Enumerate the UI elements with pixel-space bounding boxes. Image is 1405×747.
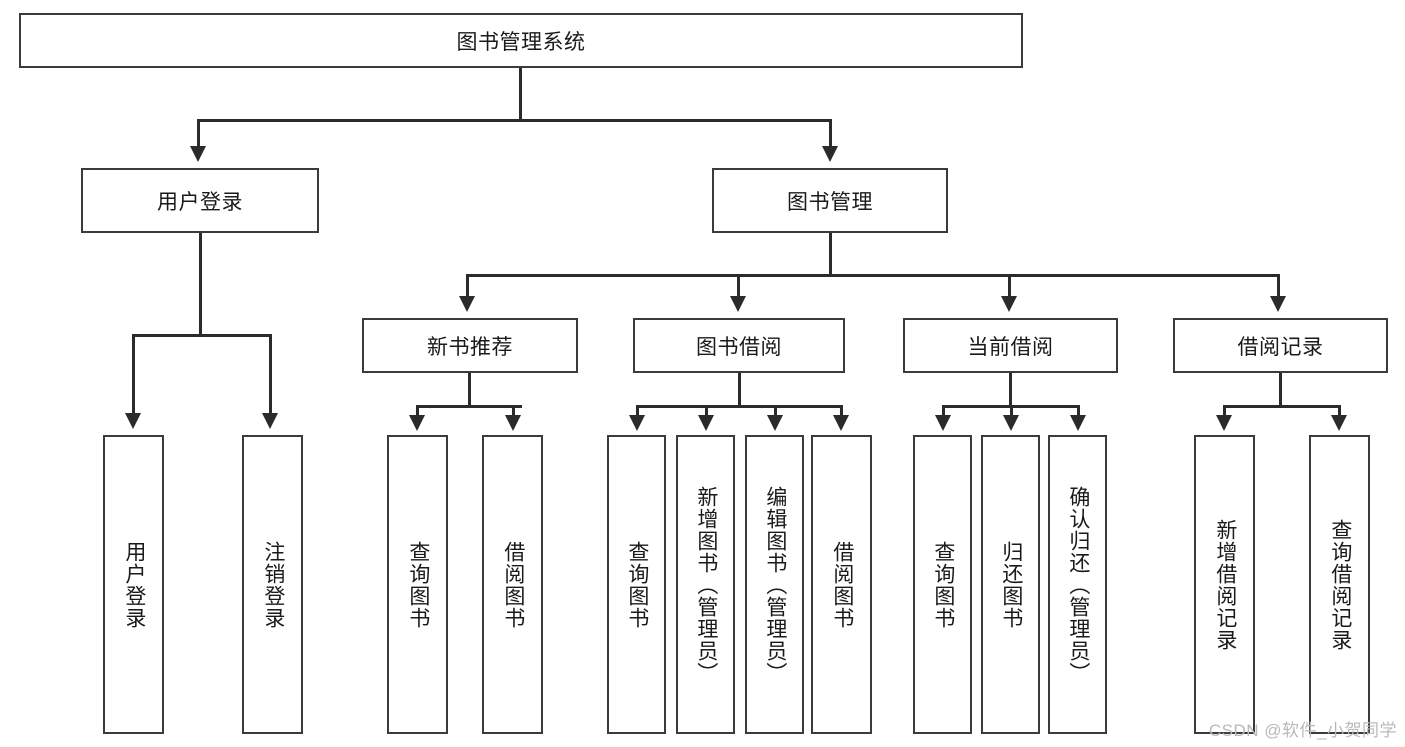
edge-current-stem <box>1009 373 1012 406</box>
arrow-new-books-to-query <box>409 415 425 431</box>
node-leaf-user-login-label: 用户登录 <box>122 540 146 629</box>
node-user-login[interactable]: 用户登录 <box>81 168 319 233</box>
edge-borrow-stem <box>738 373 741 406</box>
arrow-borrow-to-borrowbook <box>833 415 849 431</box>
edge-records-stem <box>1279 373 1282 406</box>
node-leaf-add-book-admin[interactable]: 新增图书（管理员） <box>676 435 735 734</box>
edge-borrow-to-query <box>636 405 639 417</box>
edge-book-mgmt-bus <box>466 274 1280 277</box>
node-leaf-confirm-return-admin[interactable]: 确认归还（管理员） <box>1048 435 1107 734</box>
edge-root-stem <box>519 68 522 120</box>
edge-current-bus <box>942 405 1077 408</box>
node-book-management-label: 图书管理 <box>787 190 873 214</box>
node-leaf-borrow-book-new[interactable]: 借阅图书 <box>482 435 543 734</box>
arrow-current-to-query <box>935 415 951 431</box>
arrow-book-mgmt-to-records <box>1270 296 1286 312</box>
edge-current-to-return <box>1010 405 1013 417</box>
arrow-borrow-to-add <box>698 415 714 431</box>
node-leaf-borrow-book[interactable]: 借阅图书 <box>811 435 872 734</box>
node-current-borrow-label: 当前借阅 <box>967 335 1054 359</box>
arrow-user-login-to-login <box>125 413 141 429</box>
edge-new-books-bus <box>416 405 522 408</box>
arrow-current-to-confirm <box>1070 415 1086 431</box>
edge-new-books-to-query <box>416 405 419 417</box>
edge-book-mgmt-stem <box>829 233 832 275</box>
node-borrow-records-label: 借阅记录 <box>1237 335 1324 359</box>
edge-current-to-query <box>942 405 945 417</box>
arrow-book-mgmt-to-new-books <box>459 296 475 312</box>
arrow-new-books-to-borrow <box>505 415 521 431</box>
node-borrow-records[interactable]: 借阅记录 <box>1173 318 1388 373</box>
edge-new-books-to-borrow <box>512 405 515 417</box>
node-leaf-edit-book-admin[interactable]: 编辑图书（管理员） <box>745 435 804 734</box>
node-leaf-query-book-new-label: 查询图书 <box>406 540 430 629</box>
node-leaf-query-book-borrow-label: 查询图书 <box>625 540 649 629</box>
arrow-root-to-book-mgmt <box>822 146 838 162</box>
arrow-records-to-add <box>1216 415 1232 431</box>
edge-book-mgmt-to-new-books <box>466 274 469 298</box>
arrow-borrow-to-edit <box>767 415 783 431</box>
node-leaf-query-book-current-label: 查询图书 <box>931 540 955 629</box>
edge-user-login-to-login <box>132 334 135 416</box>
edge-user-login-bus <box>132 334 269 337</box>
node-current-borrow[interactable]: 当前借阅 <box>903 318 1118 373</box>
edge-user-login-to-logout <box>269 334 272 416</box>
arrow-borrow-to-query <box>629 415 645 431</box>
arrow-root-to-user-login <box>190 146 206 162</box>
edge-records-to-query <box>1338 405 1341 417</box>
node-leaf-confirm-return-admin-label: 确认归还（管理员） <box>1066 485 1090 684</box>
edge-records-to-add <box>1223 405 1226 417</box>
node-book-borrow-label: 图书借阅 <box>696 335 782 359</box>
edge-borrow-to-borrowbook <box>840 405 843 417</box>
node-root-label: 图书管理系统 <box>456 30 586 54</box>
node-user-login-label: 用户登录 <box>157 190 243 214</box>
node-leaf-user-logout[interactable]: 注销登录 <box>242 435 303 734</box>
edge-root-to-book-mgmt <box>829 119 832 149</box>
node-leaf-query-borrow-record[interactable]: 查询借阅记录 <box>1309 435 1370 734</box>
edge-records-bus <box>1223 405 1340 408</box>
edge-root-to-user-login <box>197 119 200 149</box>
node-leaf-add-borrow-record[interactable]: 新增借阅记录 <box>1194 435 1255 734</box>
arrow-current-to-return <box>1003 415 1019 431</box>
node-leaf-add-book-admin-label: 新增图书（管理员） <box>694 485 718 684</box>
node-book-borrow[interactable]: 图书借阅 <box>633 318 845 373</box>
node-leaf-query-borrow-record-label: 查询借阅记录 <box>1328 518 1352 651</box>
node-leaf-return-book-label: 归还图书 <box>999 540 1023 629</box>
arrow-records-to-query <box>1331 415 1347 431</box>
node-leaf-query-book-new[interactable]: 查询图书 <box>387 435 448 734</box>
node-leaf-query-book-borrow[interactable]: 查询图书 <box>607 435 666 734</box>
node-leaf-borrow-book-label: 借阅图书 <box>830 540 854 629</box>
edge-book-mgmt-to-records <box>1277 274 1280 298</box>
node-leaf-borrow-book-new-label: 借阅图书 <box>501 540 525 629</box>
node-leaf-edit-book-admin-label: 编辑图书（管理员） <box>763 485 787 684</box>
node-leaf-query-book-current[interactable]: 查询图书 <box>913 435 972 734</box>
node-book-management[interactable]: 图书管理 <box>712 168 948 233</box>
node-leaf-user-logout-label: 注销登录 <box>261 540 285 629</box>
node-root[interactable]: 图书管理系统 <box>19 13 1023 68</box>
edge-borrow-to-add <box>705 405 708 417</box>
edge-root-bus <box>197 119 831 122</box>
arrow-book-mgmt-to-borrow <box>730 296 746 312</box>
edge-new-books-stem <box>468 373 471 406</box>
edge-book-mgmt-to-borrow <box>737 274 740 298</box>
node-leaf-user-login[interactable]: 用户登录 <box>103 435 164 734</box>
edge-current-to-confirm <box>1077 405 1080 417</box>
edge-book-mgmt-to-current <box>1008 274 1011 298</box>
edge-borrow-to-edit <box>774 405 777 417</box>
node-new-book-recommend-label: 新书推荐 <box>427 335 513 359</box>
node-leaf-return-book[interactable]: 归还图书 <box>981 435 1040 734</box>
node-leaf-add-borrow-record-label: 新增借阅记录 <box>1213 518 1237 651</box>
edge-borrow-bus <box>636 405 842 408</box>
edge-user-login-stem <box>199 233 202 335</box>
arrow-user-login-to-logout <box>262 413 278 429</box>
node-new-book-recommend[interactable]: 新书推荐 <box>362 318 578 373</box>
arrow-book-mgmt-to-current <box>1001 296 1017 312</box>
